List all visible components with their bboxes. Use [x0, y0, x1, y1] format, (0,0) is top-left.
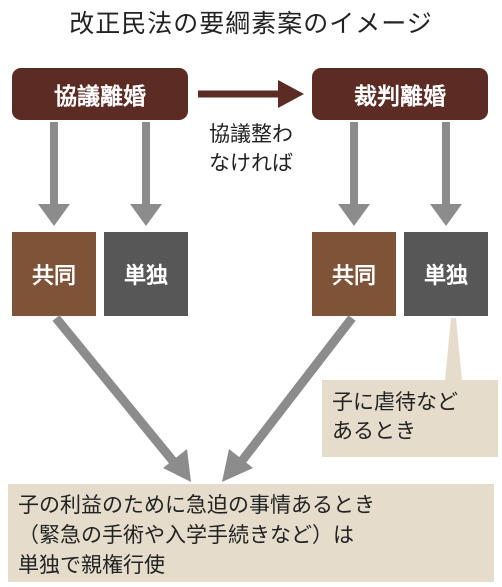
transition-note: 協議整わ なければ [196, 120, 306, 178]
arrow-court-joint-to-emergency [222, 315, 356, 482]
arrow-agreement-to-joint [38, 122, 70, 226]
arrow-agreement-to-court [198, 80, 304, 108]
court-sole-custody-box: 単独 [404, 232, 488, 316]
emergency-note: 子の利益のために急迫の事情あるとき （緊急の手術や入学手続きなど）は 単独で親権… [8, 484, 494, 582]
transition-note-line-2: なければ [209, 151, 293, 175]
arrow-court-to-joint [338, 122, 370, 226]
abuse-note-line-2: あるとき [332, 419, 416, 443]
court-joint-custody-box: 共同 [312, 232, 396, 316]
agreement-joint-custody-box: 共同 [12, 232, 96, 316]
abuse-note: 子に虐待など あるとき [322, 380, 498, 457]
abuse-note-line-1: 子に虐待など [332, 390, 458, 414]
court-divorce-box: 裁判離婚 [312, 68, 488, 120]
emergency-note-line-1: 子の利益のために急迫の事情あるとき [18, 493, 375, 517]
transition-note-line-1: 協議整わ [209, 122, 293, 146]
agreement-sole-custody-box: 単独 [104, 232, 188, 316]
abuse-note-pointer [445, 318, 462, 380]
emergency-note-line-3: 単独で親権行使 [18, 553, 165, 577]
arrow-agreement-to-sole [130, 122, 162, 226]
arrow-agreement-joint-to-emergency [52, 315, 191, 482]
agreement-divorce-box: 協議離婚 [12, 68, 188, 120]
emergency-note-line-2: （緊急の手術や入学手続きなど）は [18, 523, 354, 547]
arrow-court-to-sole [430, 122, 462, 226]
diagram-title: 改正民法の要綱素案のイメージ [69, 9, 433, 38]
